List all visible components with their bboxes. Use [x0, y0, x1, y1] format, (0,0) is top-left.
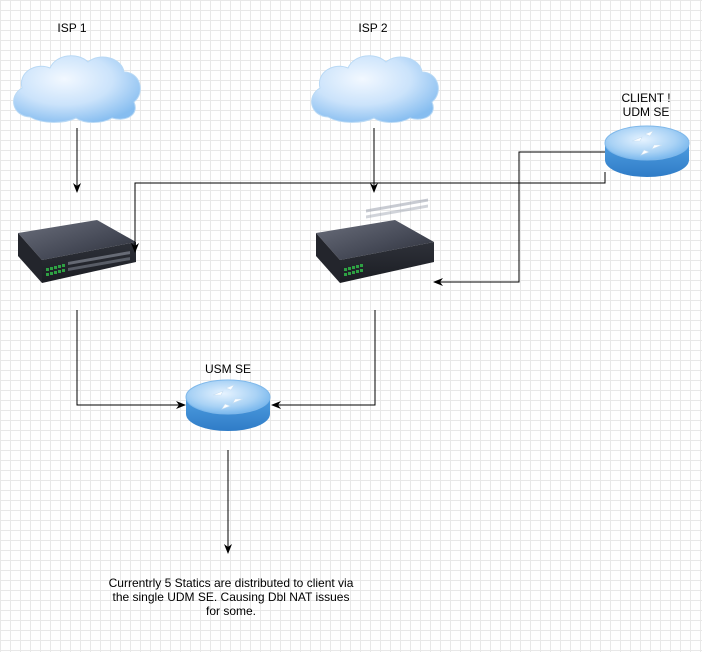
connector-client-switch2 [433, 151, 605, 286]
note-line1: Currentrly 5 Statics are distributed to … [108, 576, 354, 590]
connector-client-switch1 [131, 172, 606, 253]
note-line3: for some. [205, 604, 256, 618]
note-text: Currentrly 5 Statics are distributed to … [86, 576, 376, 618]
client-udm-label: CLIENT ! UDM SE [606, 91, 686, 119]
isp1-label: ISP 1 [57, 21, 87, 35]
usm-label: USM SE [204, 362, 251, 376]
connector-switch2-usm [271, 310, 376, 409]
isp1-cloud-icon[interactable] [13, 55, 141, 123]
connector-switch1-usm [76, 310, 186, 409]
client-udm-label-line2: UDM SE [622, 105, 670, 119]
switch-1-icon[interactable] [18, 220, 136, 283]
client-udm-router-icon[interactable] [604, 125, 690, 177]
switch-2-icon[interactable] [316, 198, 434, 283]
client-udm-label-line1: CLIENT ! [621, 91, 671, 105]
note-line2: the single UDM SE. Causing Dbl NAT issue… [112, 590, 350, 604]
isp2-cloud-icon[interactable] [311, 55, 439, 123]
usm-router-icon[interactable] [185, 379, 271, 431]
isp2-label: ISP 2 [358, 21, 388, 35]
